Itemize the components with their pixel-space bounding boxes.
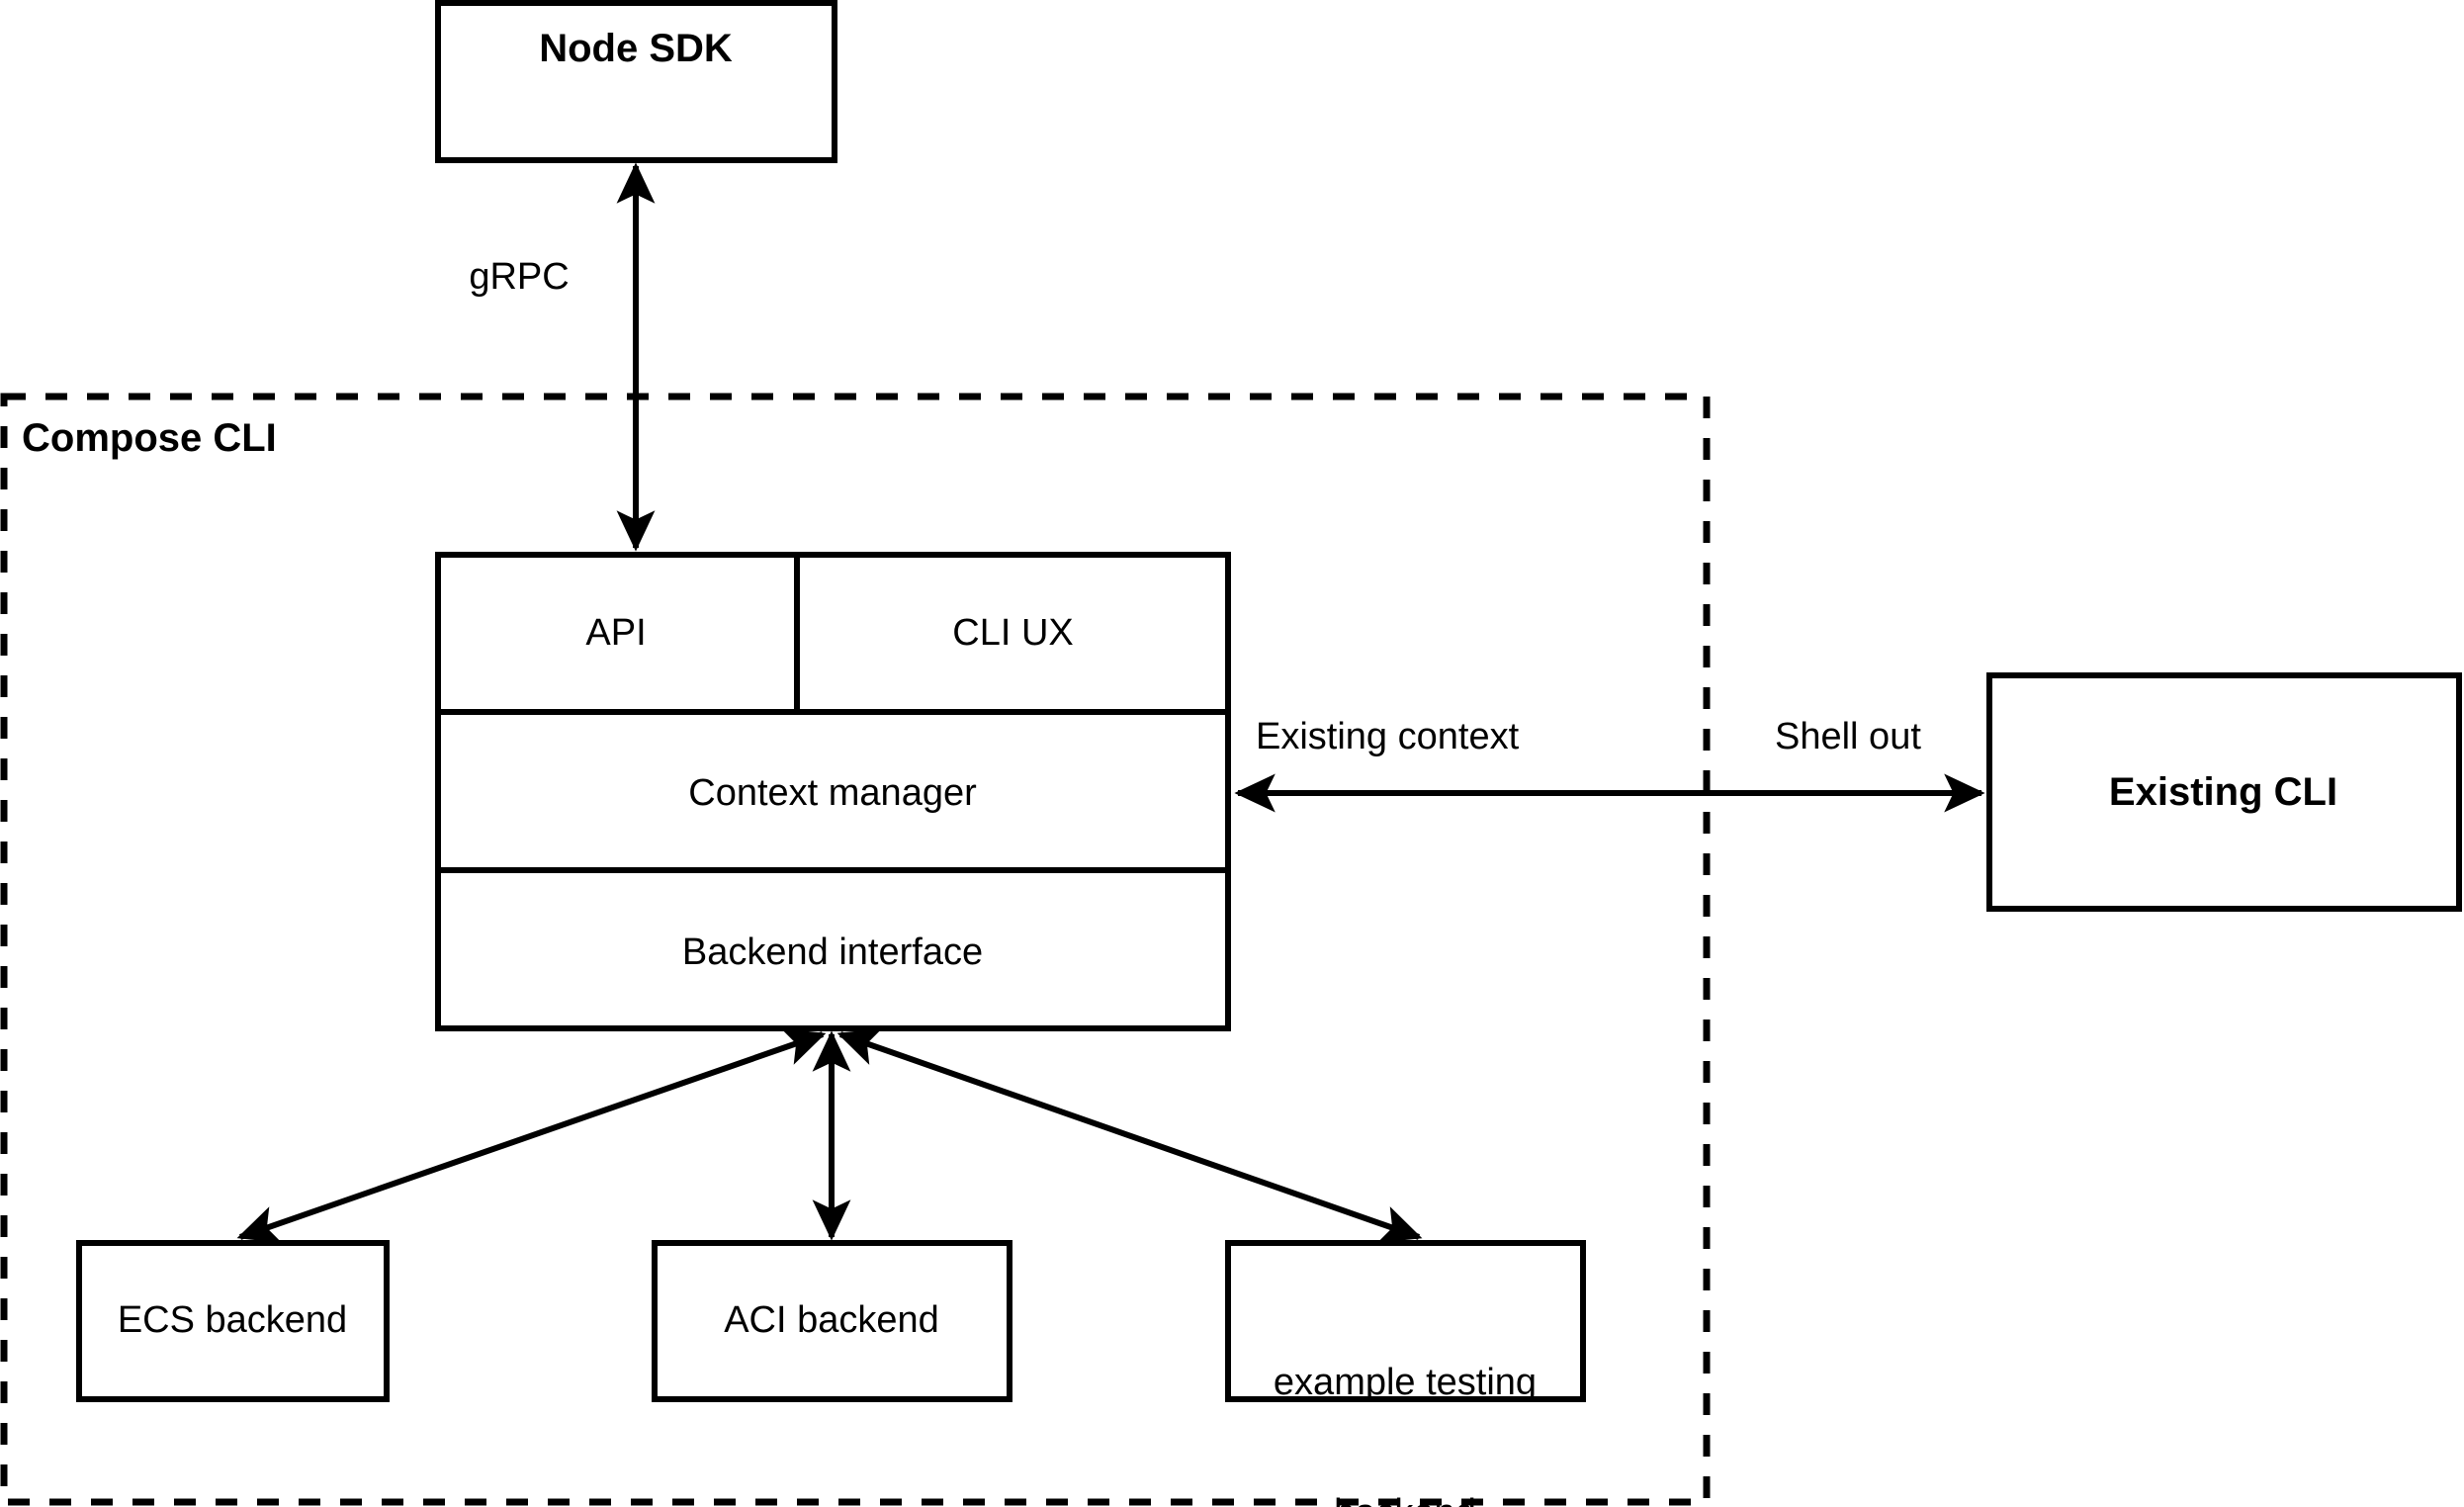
backend-to-ecs-arrow <box>236 1028 827 1243</box>
compose-cli-boundary <box>0 393 1711 1506</box>
existing-cli-label: Existing CLI <box>2108 770 2338 814</box>
example-backend-label: example testing backend <box>1226 1274 1584 1507</box>
ecs-backend-box <box>76 1240 390 1402</box>
shell-out-edge-label: Shell out <box>1775 716 1921 757</box>
existing-cli-box <box>1986 672 2462 912</box>
aci-backend-box <box>652 1240 1012 1402</box>
existing-context-edge-label: Existing context <box>1256 716 1520 757</box>
backend-to-example-arrow <box>836 1028 1423 1243</box>
example-backend-label-line1: example testing <box>1273 1362 1538 1404</box>
example-backend-box <box>1225 1240 1586 1402</box>
node-sdk-label: Node SDK <box>539 27 733 70</box>
context-manager-label: Context manager <box>688 772 977 814</box>
cli-ux-label: CLI UX <box>952 612 1074 654</box>
compose-cli-boundary-label: Compose CLI <box>22 416 277 460</box>
backend-interface-label: Backend interface <box>681 931 984 973</box>
aci-backend-label: ACI backend <box>724 1299 939 1341</box>
node-sdk-box <box>435 0 837 163</box>
compose-cli-stack-box <box>435 552 1231 1031</box>
api-label: API <box>585 612 647 654</box>
ecs-backend-label: ECS backend <box>117 1299 348 1341</box>
example-backend-label-line2: backend <box>1226 1491 1584 1507</box>
grpc-edge-label: gRPC <box>469 256 570 298</box>
